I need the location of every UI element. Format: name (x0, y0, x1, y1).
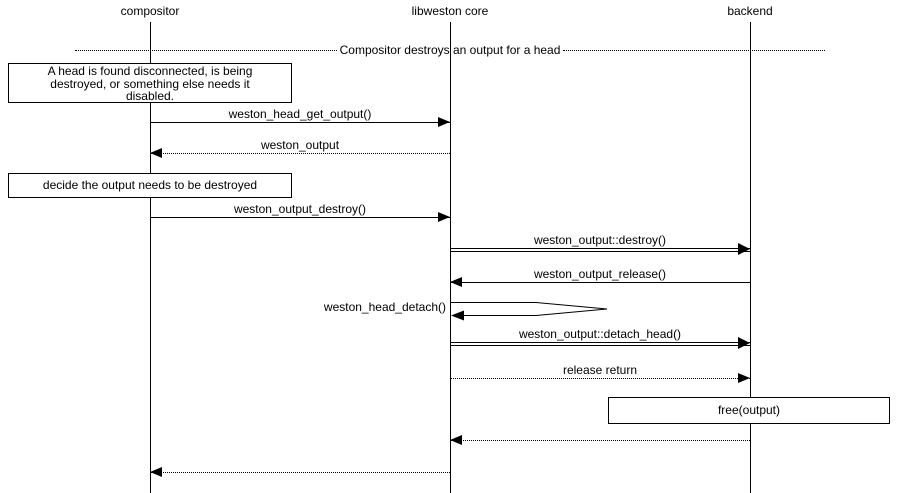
lifeline-compositor (150, 22, 151, 493)
arrowhead-right-icon (738, 373, 750, 383)
message-label: weston_output_release() (533, 267, 667, 281)
message-release-return: release return (450, 363, 750, 387)
divider-dotted-line (75, 49, 337, 51)
message-line (450, 282, 750, 283)
message-head-get-output: weston_head_get_output() (150, 107, 450, 131)
divider-title: Compositor destroys an output for a head (339, 43, 561, 57)
message-label: weston_output::detach_head() (518, 327, 682, 341)
arrowhead-right-icon (438, 212, 450, 222)
message-line (150, 122, 450, 123)
message-detach-head-vfunc: weston_output::detach_head() (450, 327, 750, 351)
note-free-output: free(output) (608, 397, 890, 424)
message-line (450, 251, 750, 252)
message-line (150, 217, 450, 218)
arrowhead-left-icon (150, 467, 162, 477)
participant-backend: backend (727, 4, 773, 18)
message-weston-output-return: weston_output (150, 138, 450, 162)
divider-dotted-line (563, 49, 826, 51)
message-label: weston_output_destroy() (233, 202, 367, 216)
lifeline-backend (750, 22, 751, 493)
note-line: A head is found disconnected, is being (47, 64, 253, 78)
message-label: release return (562, 363, 638, 377)
participant-libweston-core: libweston core (411, 4, 489, 18)
message-output-destroy: weston_output_destroy() (150, 202, 450, 226)
message-line (150, 153, 450, 154)
message-line (450, 345, 750, 346)
arrowhead-left-icon (450, 277, 462, 287)
message-return-to-compositor (150, 457, 450, 481)
arrowhead-left-icon (450, 435, 462, 445)
arrowhead-left-icon (150, 148, 162, 158)
arrowhead-right-icon (738, 243, 750, 255)
arrowhead-right-icon (738, 337, 750, 349)
message-label: weston_output::destroy() (533, 233, 667, 247)
message-output-release: weston_output_release() (450, 267, 750, 291)
message-line (150, 472, 450, 473)
divider: Compositor destroys an output for a head (75, 43, 826, 57)
note-line: destroyed, or something else needs it (50, 76, 250, 91)
message-output-destroy-vfunc: weston_output::destroy() (450, 233, 750, 257)
message-line (450, 248, 750, 249)
message-line (450, 378, 750, 379)
note-line: disabled. (125, 89, 175, 104)
lifeline-libweston-core (450, 22, 451, 493)
message-line (450, 440, 750, 441)
message-head-detach-label: weston_head_detach() (323, 300, 446, 314)
note-decide-destroy: decide the output needs to be destroyed (8, 173, 292, 198)
self-message-loop (451, 302, 608, 321)
message-return-to-core (450, 425, 750, 449)
message-line (450, 342, 750, 343)
arrowhead-right-icon (438, 117, 450, 127)
participant-compositor: compositor (120, 4, 180, 18)
message-label: weston_head_get_output() (228, 107, 372, 121)
message-label: weston_output (260, 138, 340, 152)
note-head-disconnected: A head is found disconnected, is being d… (8, 63, 292, 103)
